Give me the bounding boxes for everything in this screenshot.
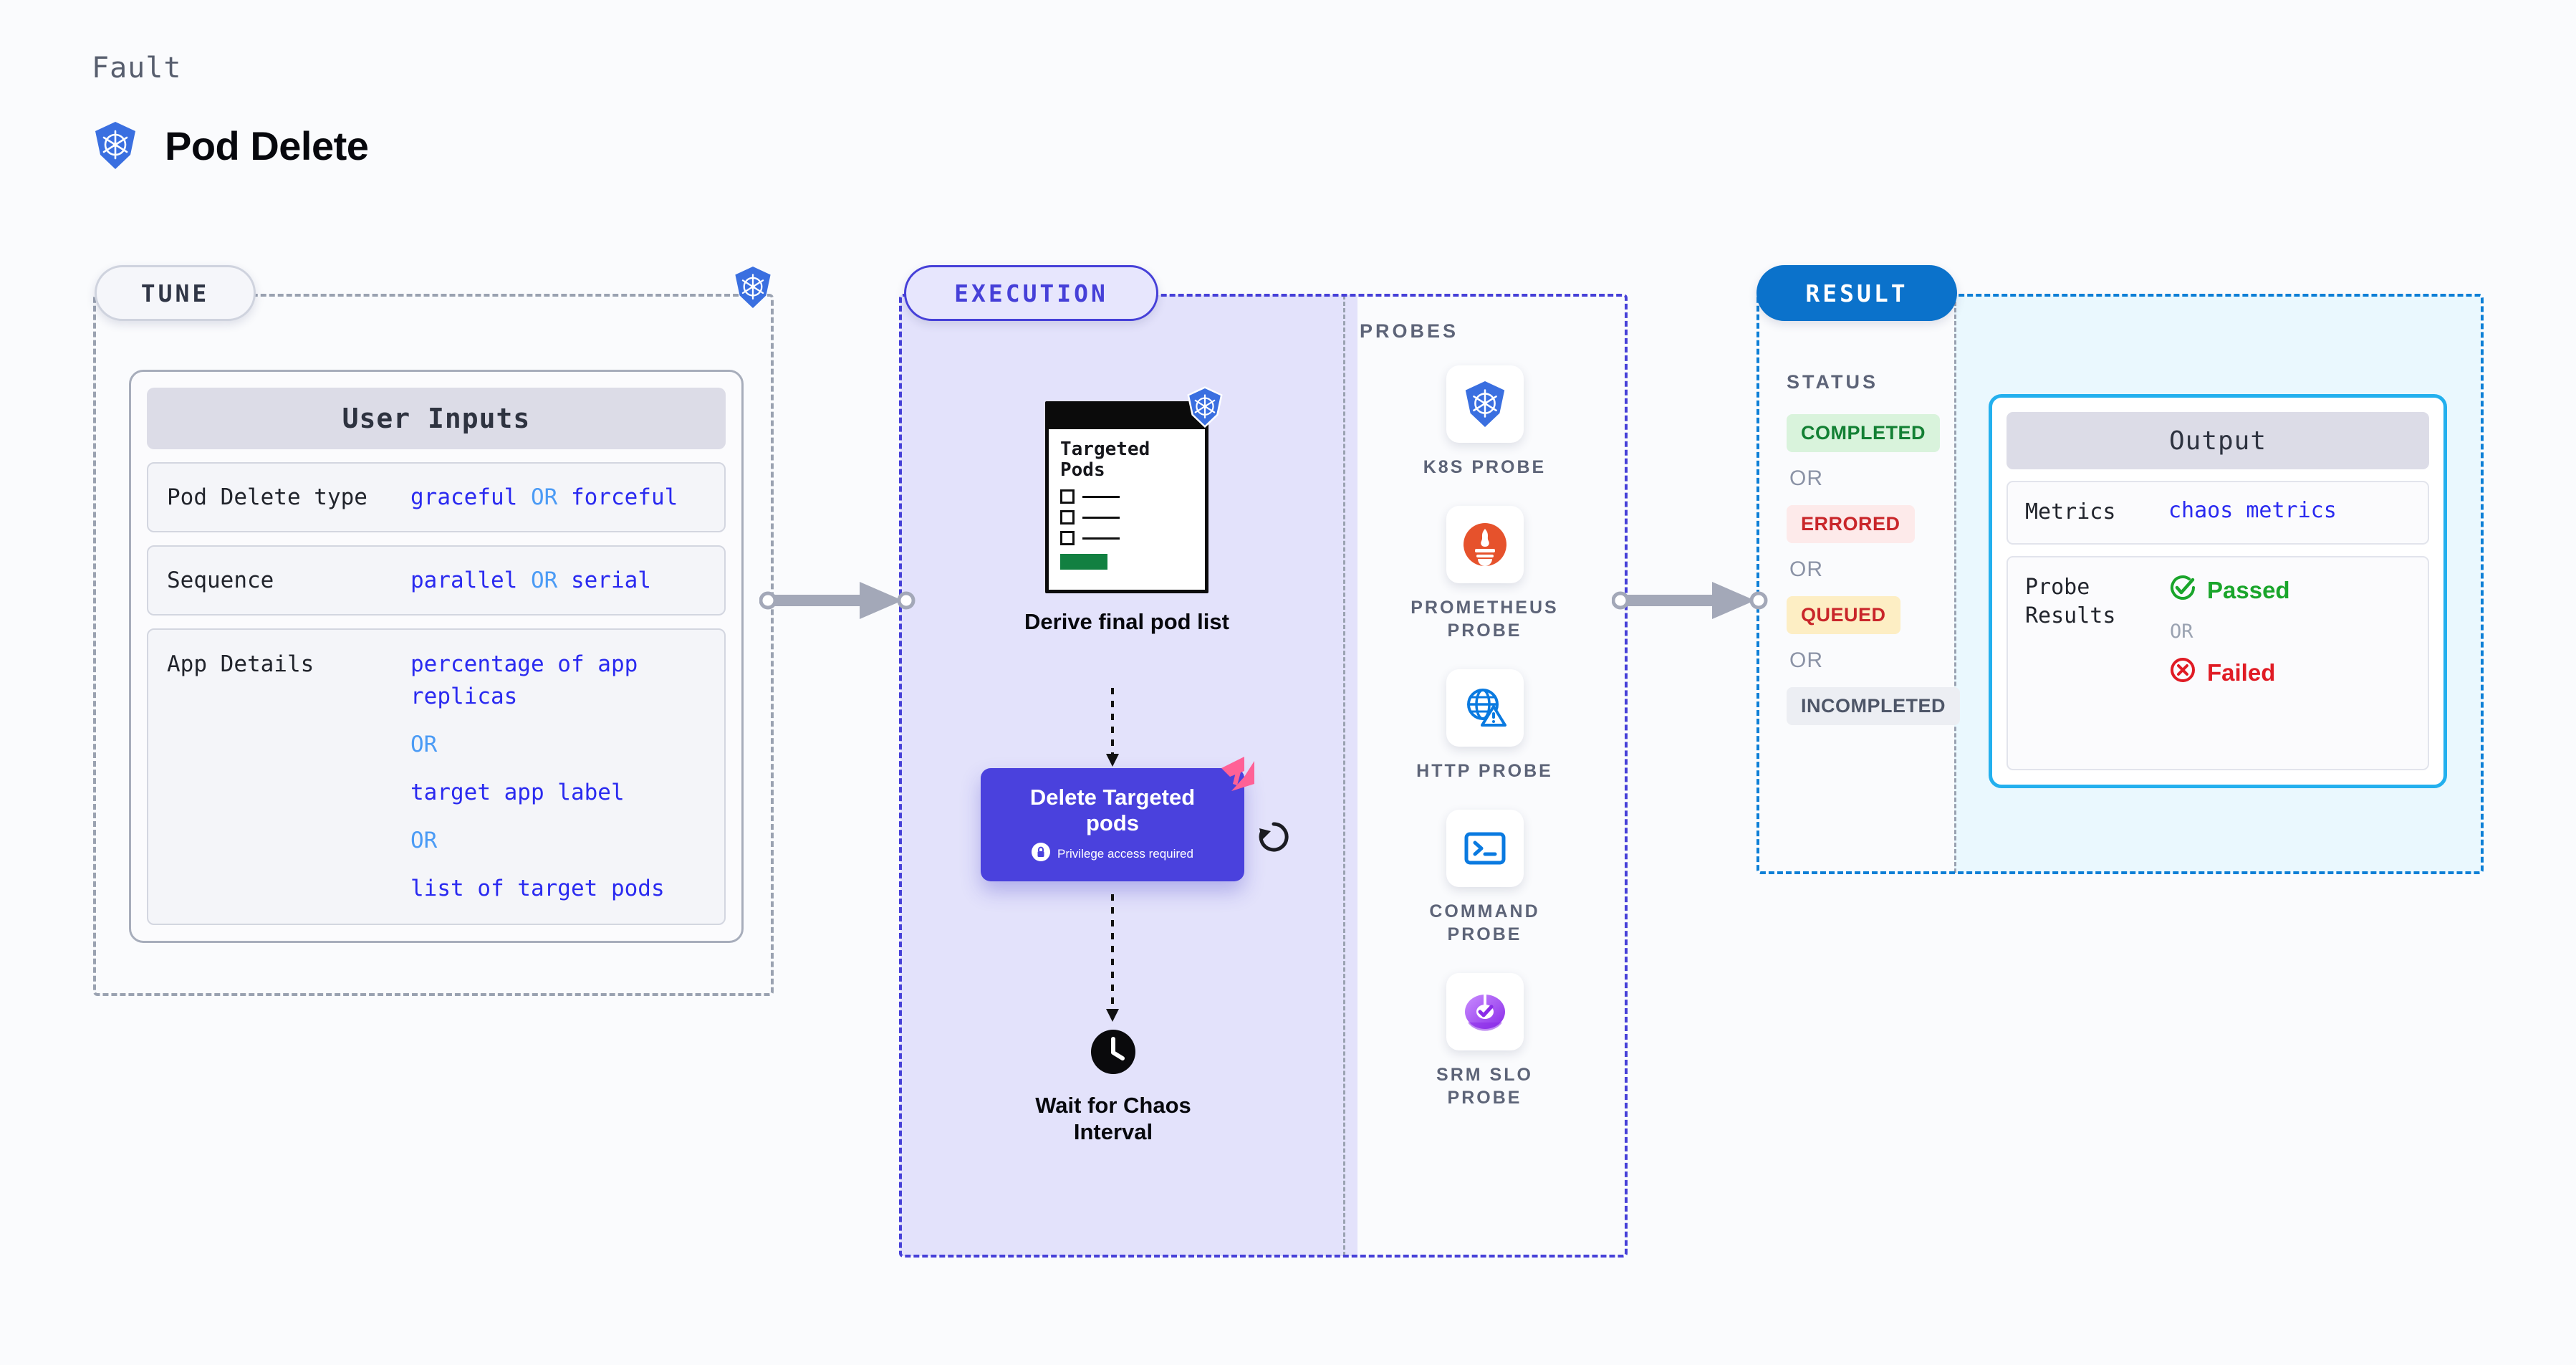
- delete-card-title: Delete Targeted pods: [1029, 784, 1196, 835]
- kubernetes-icon: [1446, 365, 1524, 443]
- status-badge-stack: COMPLETED OR ERRORED OR QUEUED OR INCOMP…: [1787, 414, 1961, 725]
- probe-result-passed: Passed: [2168, 573, 2290, 608]
- flow-arrow-derive-to-delete: [1102, 688, 1123, 772]
- input-key: Sequence: [167, 567, 274, 593]
- retry-loop-icon[interactable]: [1255, 818, 1292, 859]
- privilege-note: Privilege access required: [1032, 843, 1193, 865]
- lock-icon: [1032, 843, 1051, 865]
- input-row-sequence: Sequence parallel OR serial: [147, 545, 726, 616]
- probe-item-k8s[interactable]: K8S PROBE: [1408, 365, 1562, 479]
- input-value: percentage of app replicas OR target app…: [410, 648, 706, 905]
- kubernetes-icon: [92, 120, 139, 171]
- input-value: graceful OR forceful: [410, 484, 678, 510]
- input-row-app-details: App Details percentage of app replicas O…: [147, 628, 726, 925]
- probes-list: K8S PROBE PROMETHEUS PROBE: [1408, 365, 1562, 1109]
- user-inputs-card: User Inputs Pod Delete type graceful OR …: [129, 370, 744, 943]
- execution-region: [899, 294, 1628, 1258]
- status-label: STATUS: [1787, 371, 1878, 393]
- probes-label: PROBES: [1360, 320, 1459, 342]
- status-badge: INCOMPLETED: [1787, 687, 1961, 725]
- connector-tune-to-execution: [759, 579, 917, 626]
- flow-arrow-delete-to-wait: [1102, 894, 1123, 1027]
- x-circle-icon: [2168, 656, 2197, 690]
- wait-node-caption: Wait for Chaos Interval: [1035, 1093, 1191, 1145]
- probe-item-http[interactable]: HTTP PROBE: [1408, 669, 1562, 782]
- prometheus-icon: [1446, 506, 1524, 583]
- derive-node-caption: Derive final pod list: [1024, 609, 1229, 634]
- app-detail-option: percentage of app replicas: [410, 651, 638, 710]
- output-header: Output: [2007, 412, 2429, 469]
- output-row-probe-results: Probe Results Passed OR: [2007, 555, 2429, 770]
- globe-warning-icon: [1446, 669, 1524, 747]
- input-key: App Details: [167, 651, 314, 678]
- derive-final-pod-list-node: Targeted Pods: [987, 386, 1267, 635]
- clock-icon: [1090, 1030, 1137, 1078]
- user-inputs-header: User Inputs: [147, 388, 726, 450]
- probe-item-prometheus[interactable]: PROMETHEUS PROBE: [1408, 506, 1562, 642]
- probe-label: SRM SLO PROBE: [1436, 1065, 1533, 1108]
- probe-item-srm-slo[interactable]: SRM SLO PROBE: [1408, 973, 1562, 1109]
- probe-label: COMMAND PROBE: [1429, 901, 1540, 944]
- execution-section-pill[interactable]: EXECUTION: [904, 265, 1158, 321]
- probes-subregion: [1343, 295, 1626, 1256]
- result-divider: [1954, 295, 1956, 873]
- operator-or: OR: [1789, 466, 1823, 490]
- status-badge: ERRORED: [1787, 505, 1915, 543]
- input-row-pod-delete-type: Pod Delete type graceful OR forceful: [147, 462, 726, 533]
- output-value: chaos metrics: [2168, 498, 2337, 523]
- kubernetes-icon: [1185, 386, 1225, 431]
- input-key: Pod Delete type: [167, 484, 367, 510]
- probe-passed-label: Passed: [2207, 576, 2290, 603]
- probe-result-failed: Failed: [2168, 656, 2290, 690]
- probe-label: HTTP PROBE: [1416, 761, 1553, 781]
- connector-execution-to-result: [1611, 579, 1769, 626]
- probe-label: K8S PROBE: [1423, 457, 1547, 477]
- app-detail-option: list of target pods: [410, 876, 665, 902]
- app-detail-option: target app label: [410, 780, 625, 806]
- harness-logo-icon: [1216, 752, 1260, 800]
- probe-label: PROMETHEUS PROBE: [1410, 598, 1559, 641]
- terminal-icon: [1446, 810, 1524, 887]
- operator-or: OR: [1789, 648, 1823, 672]
- output-row-metrics: Metrics chaos metrics: [2007, 481, 2429, 545]
- output-card: Output Metrics chaos metrics Probe Resul…: [1989, 394, 2447, 788]
- output-key: Metrics: [2025, 499, 2116, 525]
- page-title: Pod Delete: [165, 123, 369, 168]
- probe-result-values: Passed OR Failed: [2168, 573, 2290, 690]
- operator-or: OR: [2170, 620, 2193, 643]
- fault-title-row: Pod Delete: [92, 120, 369, 171]
- status-badge: COMPLETED: [1787, 414, 1941, 452]
- targeted-pods-doc-title: Targeted Pods: [1060, 439, 1150, 482]
- input-value: parallel OR serial: [410, 567, 651, 593]
- slo-donut-check-icon: [1446, 973, 1524, 1050]
- targeted-pods-document-icon: Targeted Pods: [1045, 386, 1223, 593]
- probe-item-command[interactable]: COMMAND PROBE: [1408, 810, 1562, 946]
- operator-or: OR: [410, 828, 438, 854]
- kubernetes-icon: [732, 265, 774, 313]
- wait-for-chaos-interval-node: Wait for Chaos Interval: [1021, 1028, 1206, 1145]
- check-circle-icon: [2168, 573, 2197, 608]
- operator-or: OR: [410, 732, 438, 758]
- result-region: [1756, 294, 2484, 874]
- status-badge: QUEUED: [1787, 596, 1900, 634]
- tune-section-pill[interactable]: TUNE: [95, 265, 256, 321]
- probe-failed-label: Failed: [2207, 658, 2276, 686]
- result-section-pill[interactable]: RESULT: [1756, 265, 1957, 321]
- output-key: Probe Results: [2025, 574, 2116, 629]
- tune-region: [93, 294, 774, 996]
- fault-eyebrow-label: Fault: [92, 52, 182, 85]
- operator-or: OR: [1789, 557, 1823, 581]
- delete-targeted-pods-card[interactable]: Delete Targeted pods Privilege access re…: [981, 757, 1254, 881]
